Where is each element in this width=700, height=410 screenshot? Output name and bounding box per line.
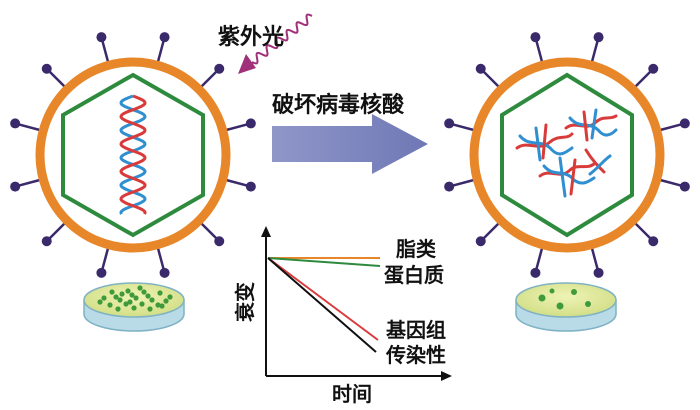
- colony: [139, 301, 145, 307]
- colony: [109, 289, 115, 295]
- spike-knob: [530, 267, 541, 278]
- lipid-label: 脂类: [396, 237, 436, 261]
- spike-knob: [41, 63, 52, 74]
- spikes-right: [444, 32, 690, 278]
- uv-light-label: 紫外光: [218, 24, 284, 50]
- colony: [163, 298, 169, 304]
- capsid-hexagon-right: [500, 72, 634, 238]
- colony: [157, 290, 163, 296]
- spike-knob: [10, 118, 21, 129]
- colony: [155, 302, 161, 308]
- spike-knob: [245, 118, 256, 129]
- spike-knob: [593, 32, 604, 43]
- colony: [119, 291, 125, 297]
- colony: [125, 288, 131, 294]
- colony: [145, 293, 151, 299]
- colony: [585, 301, 591, 307]
- colony: [556, 302, 564, 310]
- spikes-left: [10, 32, 256, 278]
- spike-knob: [648, 63, 659, 74]
- uv-wave-icon: [238, 13, 313, 74]
- colony: [549, 288, 555, 294]
- colony: [101, 295, 107, 301]
- colony: [115, 306, 121, 312]
- genome-label: 基因组: [386, 318, 446, 342]
- colony: [149, 297, 155, 303]
- spike-knob: [475, 236, 486, 247]
- colony: [127, 299, 133, 305]
- colonies-right: [538, 288, 591, 310]
- spike-knob: [214, 63, 225, 74]
- dna-double-helix-icon: [119, 94, 147, 215]
- spike-knob: [475, 63, 486, 74]
- spike-knob: [159, 267, 170, 278]
- protein-line: [267, 257, 381, 267]
- protein-label: 蛋白质: [384, 263, 444, 287]
- spike-knob: [679, 118, 690, 129]
- colony: [538, 294, 546, 302]
- colony: [141, 289, 147, 295]
- petri-dish-right: [515, 282, 617, 332]
- spike-knob: [245, 181, 256, 192]
- colony: [129, 292, 135, 298]
- colony: [117, 297, 123, 303]
- genome-line: [267, 257, 379, 341]
- spike-knob: [96, 267, 107, 278]
- y-axis-label: 衰变: [233, 282, 257, 323]
- right-arrow-icon: [272, 114, 428, 174]
- capsid-hexagon-left: [61, 72, 205, 238]
- colony: [107, 302, 113, 308]
- colony: [137, 285, 143, 291]
- colony: [571, 289, 577, 295]
- spike-knob: [648, 236, 659, 247]
- dna-strand-red: [119, 94, 147, 215]
- colony: [97, 299, 103, 305]
- spike-knob: [159, 32, 170, 43]
- petri-dish-left: [83, 282, 185, 332]
- spike-knob: [214, 236, 225, 247]
- spike-knob: [444, 118, 455, 129]
- decay-graph: 脂类 蛋白质 基因组 传染性 衰变 时间: [233, 226, 452, 406]
- colony: [133, 295, 139, 301]
- x-axis-label: 时间: [332, 382, 372, 406]
- spike-knob: [41, 236, 52, 247]
- colony: [113, 294, 119, 300]
- spike-knob: [593, 267, 604, 278]
- dna-strand-blue: [119, 94, 147, 215]
- infectivity-label: 传染性: [385, 343, 446, 367]
- broken-dna-icon: [515, 108, 618, 198]
- spike-knob: [96, 32, 107, 43]
- spike-knob: [679, 181, 690, 192]
- spike-knob: [10, 181, 21, 192]
- colony: [159, 303, 165, 309]
- colony: [167, 294, 173, 300]
- virus-damaged-icon: [444, 32, 690, 278]
- colonies-left: [97, 285, 173, 312]
- colony: [131, 305, 137, 311]
- virus-intact-icon: [10, 32, 256, 278]
- spike-knob: [530, 32, 541, 43]
- process-label: 破坏病毒核酸: [272, 92, 405, 118]
- infectivity-line: [267, 257, 377, 353]
- colony: [147, 306, 153, 312]
- spike-knob: [444, 181, 455, 192]
- colony: [123, 301, 129, 307]
